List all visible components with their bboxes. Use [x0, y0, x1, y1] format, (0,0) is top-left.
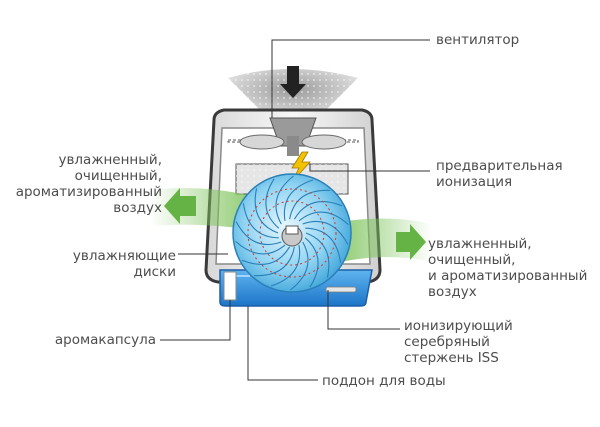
disc-vane — [283, 179, 314, 221]
disc-vane — [254, 246, 295, 277]
airflow-right — [340, 218, 432, 262]
disc-vane — [290, 241, 309, 291]
label-pre-ionization: предварительная ионизация — [436, 158, 563, 190]
humidifying-discs-drum — [232, 173, 352, 293]
fan — [239, 117, 347, 156]
disc-vane — [305, 227, 342, 263]
airflow-left — [150, 188, 252, 230]
label-water-tray: поддон для воды — [322, 373, 446, 389]
disc-vane — [289, 189, 330, 220]
disc-vane — [293, 201, 343, 220]
disc-vane — [254, 188, 279, 234]
disc-vane — [265, 178, 280, 229]
aroma-capsule — [223, 271, 237, 301]
label-air-left: увлажненный, очищенный, ароматизированны… — [15, 152, 162, 216]
disc-vane — [270, 245, 301, 287]
disc-vane — [298, 211, 349, 226]
airflow-down-arrow — [280, 66, 306, 98]
disc-vane — [235, 221, 282, 246]
label-discs: увлажняющие диски — [72, 248, 176, 280]
disc-vane — [242, 203, 279, 239]
disc-vane — [304, 237, 319, 288]
disc-vane — [275, 175, 294, 225]
leader-lines — [160, 39, 430, 381]
label-fan: вентилятор — [436, 32, 520, 48]
label-aroma-capsule: аромакапсула — [54, 332, 156, 348]
label-air-right: увлажненный, очищенный, и ароматизирован… — [428, 236, 588, 300]
iss-silver-rod — [325, 286, 357, 293]
disc-vane — [302, 220, 349, 245]
disc-vane — [305, 232, 330, 278]
disc-vane — [235, 240, 286, 255]
label-iss-rod: ионизирующий серебряный стержень ISS — [404, 318, 513, 366]
disc-vane — [241, 246, 291, 265]
